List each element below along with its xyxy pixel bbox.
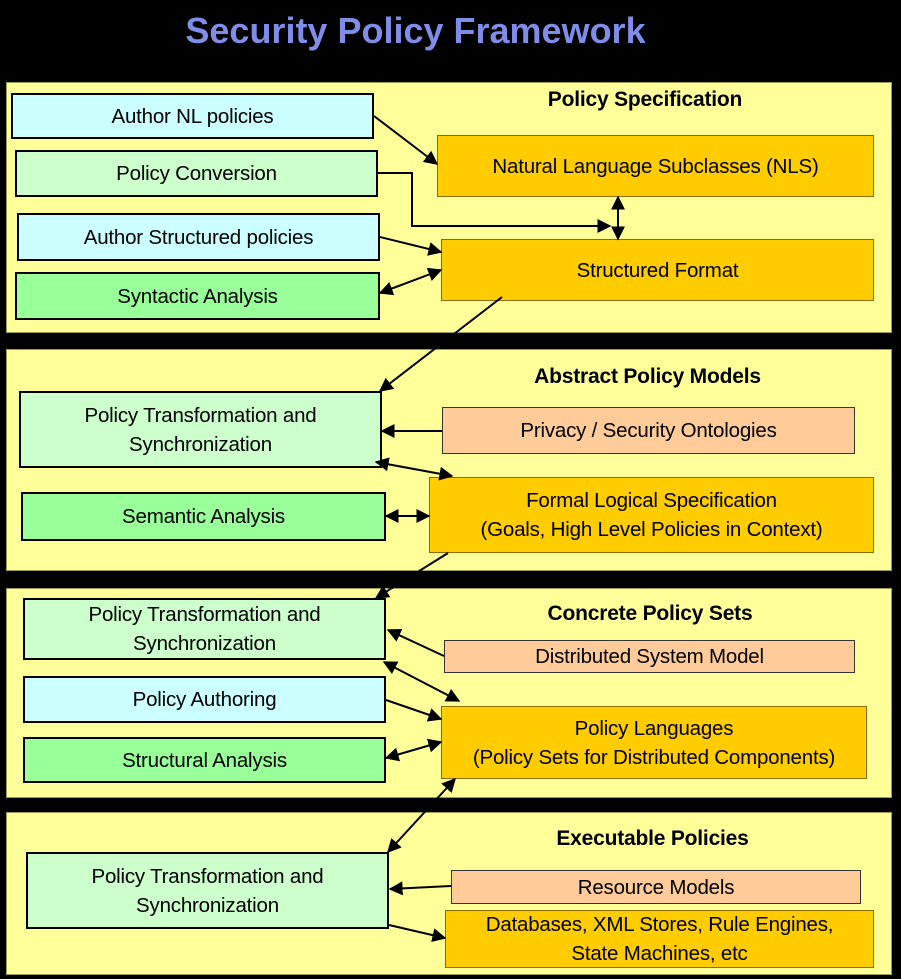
- box-author-nl-policies: Author NL policies: [11, 93, 374, 139]
- box-policy-transformation-1: Policy Transformation and Synchronizatio…: [19, 391, 382, 468]
- box-distributed-system-model: Distributed System Model: [444, 640, 855, 673]
- box-policy-conversion: Policy Conversion: [15, 150, 378, 197]
- box-structural-analysis: Structural Analysis: [23, 737, 386, 783]
- heading-policy-specification: Policy Specification: [547, 88, 743, 111]
- box-formal-logical-specification: Formal Logical Specification (Goals, Hig…: [429, 477, 874, 553]
- box-syntactic-analysis: Syntactic Analysis: [15, 272, 380, 320]
- box-databases-xml-stores: Databases, XML Stores, Rule Engines, Sta…: [445, 910, 874, 968]
- box-policy-authoring: Policy Authoring: [23, 676, 386, 723]
- box-policy-languages: Policy Languages (Policy Sets for Distri…: [441, 706, 867, 779]
- heading-concrete-policy-sets: Concrete Policy Sets: [547, 602, 753, 625]
- box-policy-transformation-2: Policy Transformation and Synchronizatio…: [23, 598, 386, 660]
- heading-abstract-policy-models: Abstract Policy Models: [534, 365, 761, 388]
- diagram-title: Security Policy Framework: [185, 10, 646, 51]
- box-semantic-analysis: Semantic Analysis: [21, 492, 386, 541]
- box-structured-format: Structured Format: [441, 239, 874, 301]
- heading-executable-policies: Executable Policies: [556, 827, 749, 850]
- box-privacy-security-ontologies: Privacy / Security Ontologies: [442, 407, 855, 454]
- box-natural-language-subclasses: Natural Language Subclasses (NLS): [437, 135, 874, 197]
- box-author-structured-policies: Author Structured policies: [17, 213, 380, 261]
- box-policy-transformation-3: Policy Transformation and Synchronizatio…: [26, 852, 389, 929]
- box-resource-models: Resource Models: [451, 870, 861, 904]
